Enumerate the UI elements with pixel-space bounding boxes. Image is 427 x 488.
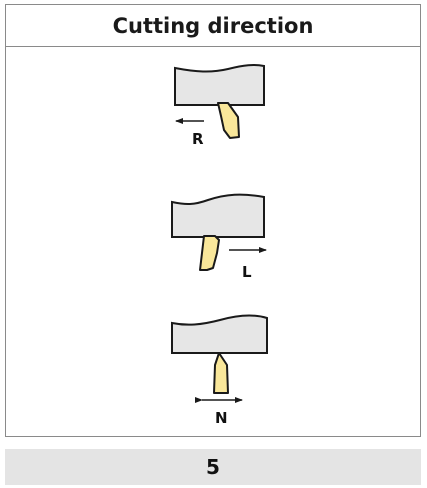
diagram-area: R L N <box>6 47 420 436</box>
insert-r <box>217 102 240 139</box>
footer-value: 5 <box>206 455 220 479</box>
cutting-direction-diagrams: R L N <box>171 64 268 427</box>
workpiece-n <box>171 314 268 354</box>
panel-title: Cutting direction <box>6 5 420 47</box>
label-n: N <box>215 409 228 427</box>
diagram-r: R <box>174 64 265 148</box>
diagram-n: N <box>171 314 268 427</box>
insert-l <box>199 235 220 271</box>
workpiece-l <box>171 193 265 238</box>
diagram-l: L <box>171 193 267 281</box>
label-l: L <box>242 263 252 281</box>
insert-n <box>213 352 229 394</box>
cutting-direction-panel: Cutting direction R L <box>5 4 421 437</box>
workpiece-r <box>174 64 265 106</box>
footer-value-bar: 5 <box>5 449 421 485</box>
label-r: R <box>192 130 204 148</box>
